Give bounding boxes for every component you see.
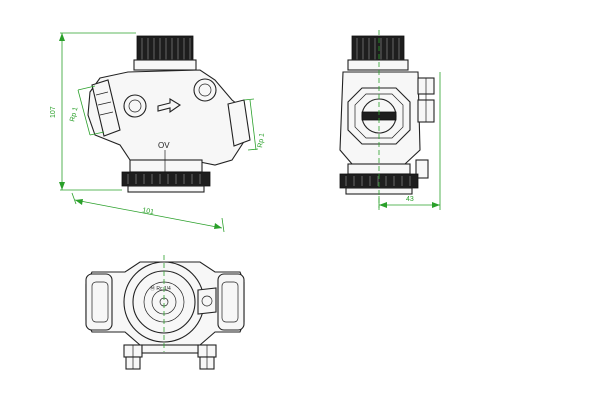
- dim-port-right: Rp 1: [243, 98, 266, 151]
- front-ov-label: OV: [158, 141, 170, 150]
- dim-depth-value: 43: [406, 196, 414, 203]
- dim-port-left: Rp 1: [69, 85, 105, 136]
- front-fitting-left: [123, 94, 147, 118]
- dim-height: 107: [50, 32, 136, 191]
- front-top-cap: [133, 35, 197, 71]
- front-view: OV 107: [50, 32, 266, 233]
- front-right-port: [227, 99, 251, 147]
- front-flow-arrow: [157, 98, 182, 114]
- dim-width: 101: [71, 192, 225, 233]
- top-left-port: [85, 273, 113, 331]
- dim-height-value: 107: [50, 106, 57, 118]
- front-fitting-upper: [193, 78, 217, 102]
- front-bottom-ring: [121, 171, 211, 193]
- top-view: Ⓜ Rc 1/4: [85, 255, 245, 370]
- top-right-port: [217, 273, 245, 331]
- dim-port-left-value: Rp 1: [69, 106, 79, 122]
- top-bottom-fittings: [123, 344, 217, 370]
- dim-depth: 43: [378, 72, 441, 210]
- side-top-cap: [347, 35, 409, 71]
- dim-width-value: 101: [142, 207, 155, 216]
- side-view: 43: [339, 30, 441, 210]
- dim-port-right-value: Rp 1: [257, 133, 266, 149]
- top-marking-label: Ⓜ Rc 1/4: [150, 285, 171, 292]
